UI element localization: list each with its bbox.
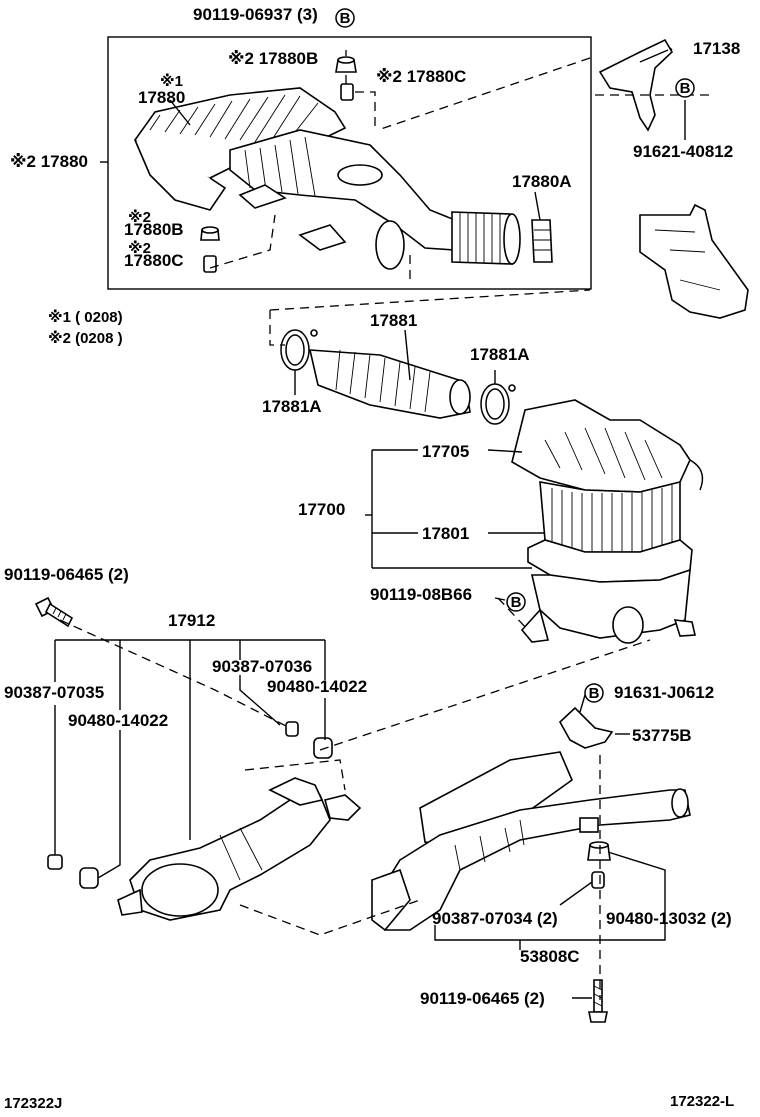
callout-4: 17138	[693, 39, 740, 58]
callout-5: 91621-40812	[633, 142, 733, 161]
callout-26: 90480-14022	[267, 677, 367, 696]
callout-23: 90119-06465 (2)	[4, 565, 129, 584]
callout-31: 90387-07034 (2)	[432, 909, 558, 928]
part-17881-hose	[308, 349, 471, 419]
part-17880A-bellows	[451, 211, 553, 265]
part-17880B-grommet-top	[335, 56, 357, 73]
guide-lines	[59, 50, 710, 1000]
callout-34: 90119-06465 (2)	[420, 989, 545, 1008]
svg-text:B: B	[511, 594, 522, 611]
svg-text:B: B	[680, 80, 691, 97]
callout-32: 90480-13032 (2)	[606, 909, 732, 928]
callout-21: 17801	[422, 524, 469, 543]
part-17880C-collar-low	[203, 255, 217, 273]
part-17138-bracket	[598, 38, 674, 132]
callout-3: ※2 17880C	[376, 67, 466, 86]
footer-right-code: 172322-L	[670, 1093, 734, 1110]
callout-33: 53808C	[520, 947, 580, 966]
part-90387-collar-a	[47, 854, 63, 870]
part-bolt-left	[34, 596, 74, 628]
marker-b-53775b: B	[584, 683, 604, 703]
part-90480-grommet-b	[313, 737, 333, 759]
leader-lines	[54, 47, 686, 999]
callout-18: 17881A	[262, 397, 322, 416]
callout-9: 17880A	[512, 172, 572, 191]
svg-text:B: B	[340, 10, 351, 27]
part-duct-side-view	[639, 203, 749, 319]
svg-text:B: B	[589, 685, 600, 702]
part-bolt-bottom	[588, 979, 608, 1023]
part-17912-duct	[117, 777, 362, 921]
part-53808C-duct	[371, 751, 691, 932]
footnote-2: ※2 (0208 )	[48, 329, 123, 347]
marker-b-bracket: B	[675, 78, 695, 98]
callout-28: 90480-14022	[68, 711, 168, 730]
callout-10: ※2	[128, 208, 151, 226]
part-17881A-clamp-left	[280, 329, 318, 371]
marker-b-cleaner: B	[506, 592, 526, 612]
part-17881A-clamp-right	[480, 383, 516, 425]
part-90480-grommet-a	[79, 867, 99, 889]
assembly-box	[107, 36, 592, 290]
footnote-1: ※1 ( 0208)	[48, 308, 123, 326]
callout-13: 17880C	[124, 251, 184, 270]
part-17880-cap	[133, 87, 456, 270]
callout-2: ※2 17880B	[228, 49, 318, 68]
callout-17: 17881A	[470, 345, 530, 364]
footer-left-code: 172322J	[4, 1095, 62, 1112]
callout-25: 90387-07036	[212, 657, 312, 676]
callout-8: ※2 17880	[10, 152, 88, 171]
callout-20: 17700	[298, 500, 345, 519]
callout-6: ※1	[160, 72, 183, 90]
callout-7: 17880	[138, 88, 185, 107]
part-17880B-grommet-low	[200, 226, 220, 241]
callout-24: 17912	[168, 611, 215, 630]
callout-16: 17881	[370, 311, 417, 330]
callout-30: 53775B	[632, 726, 692, 745]
callout-1: 90119-06937 (3)	[193, 5, 318, 24]
part-90387-collar-c	[591, 871, 605, 889]
callout-22: 90119-08B66	[370, 585, 472, 604]
callout-29: 91631-J0612	[614, 683, 714, 702]
callout-12: ※2	[128, 239, 151, 257]
part-17700-air-cleaner	[511, 399, 704, 644]
marker-b-top: B	[335, 8, 355, 28]
callout-11: 17880B	[124, 220, 184, 239]
callout-19: 17705	[422, 442, 469, 461]
part-17880C-collar-top	[340, 83, 354, 101]
part-90480-grommet-c	[587, 841, 611, 861]
part-53775B-bracket	[558, 706, 614, 749]
callout-27: 90387-07035	[4, 683, 104, 702]
part-90387-collar-b	[285, 721, 299, 737]
